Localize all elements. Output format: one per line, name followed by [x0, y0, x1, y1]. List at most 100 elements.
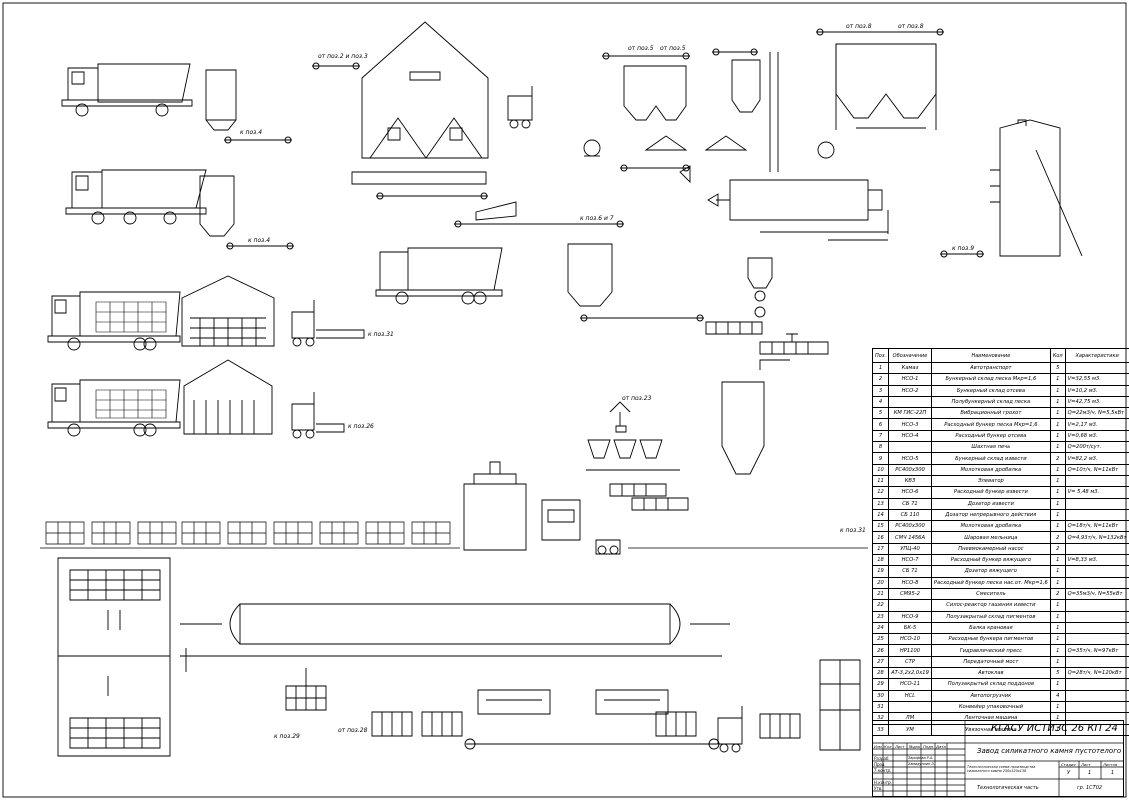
label-to-pos-4a: к поз.4 [240, 129, 262, 136]
spec-name: Полубункерный склад песка [930, 395, 1051, 409]
role-nkontr: Н.контр. [874, 780, 892, 785]
pigment-dosing-24-25 [586, 401, 680, 471]
spec-code: НСО-1 [888, 373, 932, 386]
spec-pos: 29 [871, 678, 890, 691]
spec-pos: 1 [871, 361, 890, 375]
spec-qty: 1 [1049, 497, 1066, 510]
spec-qty: 1 [1049, 384, 1066, 397]
spec-code: НСО-9 [888, 610, 932, 623]
spec-pos: 24 [871, 621, 890, 635]
spec-name: Молотковая дробилка [930, 520, 1051, 533]
spec-code [888, 441, 932, 454]
spec-qty: 1 [1049, 463, 1066, 476]
label-to-pos-31a: к поз.31 [368, 331, 394, 338]
spec-specs [1064, 678, 1129, 691]
role-utv: Утв. [874, 786, 883, 791]
spec-qty: 1 [1049, 373, 1066, 386]
spec-code [888, 700, 932, 714]
spec-specs: V=82,2 м3. [1064, 452, 1129, 465]
col-doc: №док [909, 744, 921, 749]
spec-name: Расходный бункер песка Мкр=1,6 [930, 418, 1051, 431]
spec-code: HP1100 [888, 644, 932, 657]
sheet-value: 1 [1088, 770, 1092, 776]
sheet-subtitle: Технологическая схема производства силик… [967, 765, 1036, 773]
spec-name: Бункерный склад отсева [930, 384, 1051, 397]
label-to-pos-29: к поз.29 [274, 733, 300, 740]
spec-code: НСО-8 [888, 576, 932, 589]
label-to-pos-26: к поз.26 [348, 423, 374, 430]
packing-line [285, 659, 861, 751]
spec-qty: 1 [1049, 621, 1066, 635]
spec-qty: 5 [1049, 361, 1066, 375]
spec-name: Конвейер упаковочный [930, 700, 1051, 714]
spec-pos: 10 [871, 463, 890, 476]
spec-specs: Q=35м3/ч, N=55кВт [1064, 587, 1129, 601]
spec-qty: 1 [1049, 576, 1066, 589]
spec-qty: 1 [1049, 395, 1066, 409]
forklifts [291, 86, 743, 753]
spec-code [888, 395, 932, 409]
sand-silo-4 [312, 21, 489, 200]
spec-header-specs: Характеристики [1064, 348, 1129, 363]
spec-qty: 2 [1049, 531, 1066, 544]
spec-qty: 2 [1049, 452, 1066, 465]
spec-specs [1064, 700, 1129, 714]
spec-pos: 15 [871, 520, 890, 533]
spec-code: АТ-3,2х2,0х19 [888, 667, 932, 680]
spec-code: НСО-2 [888, 384, 932, 397]
spec-code: НСО-6 [888, 486, 932, 499]
spec-pos: 17 [871, 542, 890, 556]
label-to-pos-4b: к поз.4 [248, 237, 270, 244]
spec-name: Расходные бункера пигментов [930, 633, 1051, 646]
spec-specs [1064, 565, 1129, 578]
spec-name: Бункерный склад извести [930, 452, 1051, 465]
spec-code: НСО-3 [888, 418, 932, 431]
screen-5 [454, 201, 624, 228]
spec-name: Пневмокамерный насос [930, 542, 1051, 556]
spec-specs: Q=28т/ч, N=120кВт [1064, 667, 1129, 680]
spec-qty: 1 [1049, 633, 1066, 646]
spec-code: НСО-5 [888, 452, 932, 465]
label-from-pos-5b: от поз.5 [660, 45, 686, 52]
spec-specs: Q=4,93т/ч, N=132кВт [1064, 531, 1129, 544]
spec-qty: 1 [1049, 486, 1066, 499]
spec-pos: 8 [871, 441, 890, 454]
spec-header-pos: Поз. [871, 348, 890, 363]
spec-specs [1064, 610, 1129, 623]
spec-name: Увязочная машина [930, 723, 1051, 736]
spec-code: КМ ГИС-22П [888, 407, 932, 420]
spec-header-row: Поз. Обозначение Наименование Кол Характ… [871, 348, 1129, 363]
spec-specs: Q=22м3/ч, N=5,5кВт [1064, 407, 1129, 420]
spec-specs [1064, 599, 1129, 612]
spec-header-code: Обозначение [888, 348, 932, 363]
stage-label: Стадия [1061, 762, 1076, 767]
spec-name: Шахтная печь [930, 441, 1051, 454]
spec-specs: V=8,33 м3. [1064, 554, 1129, 567]
autoclave-28 [180, 603, 730, 672]
spec-code: УМ [888, 723, 932, 736]
shaft-kiln-8 [940, 119, 1083, 258]
pigment-warehouse-23 [183, 359, 273, 435]
spec-specs: Q=18т/ч, N=11кВт [1064, 520, 1129, 533]
role-razrab: Разраб. [874, 756, 890, 761]
spec-specs: V=10,2 м3. [1064, 384, 1129, 397]
spec-name: Бункерный склад песка Мкр=1,6 [930, 373, 1051, 386]
